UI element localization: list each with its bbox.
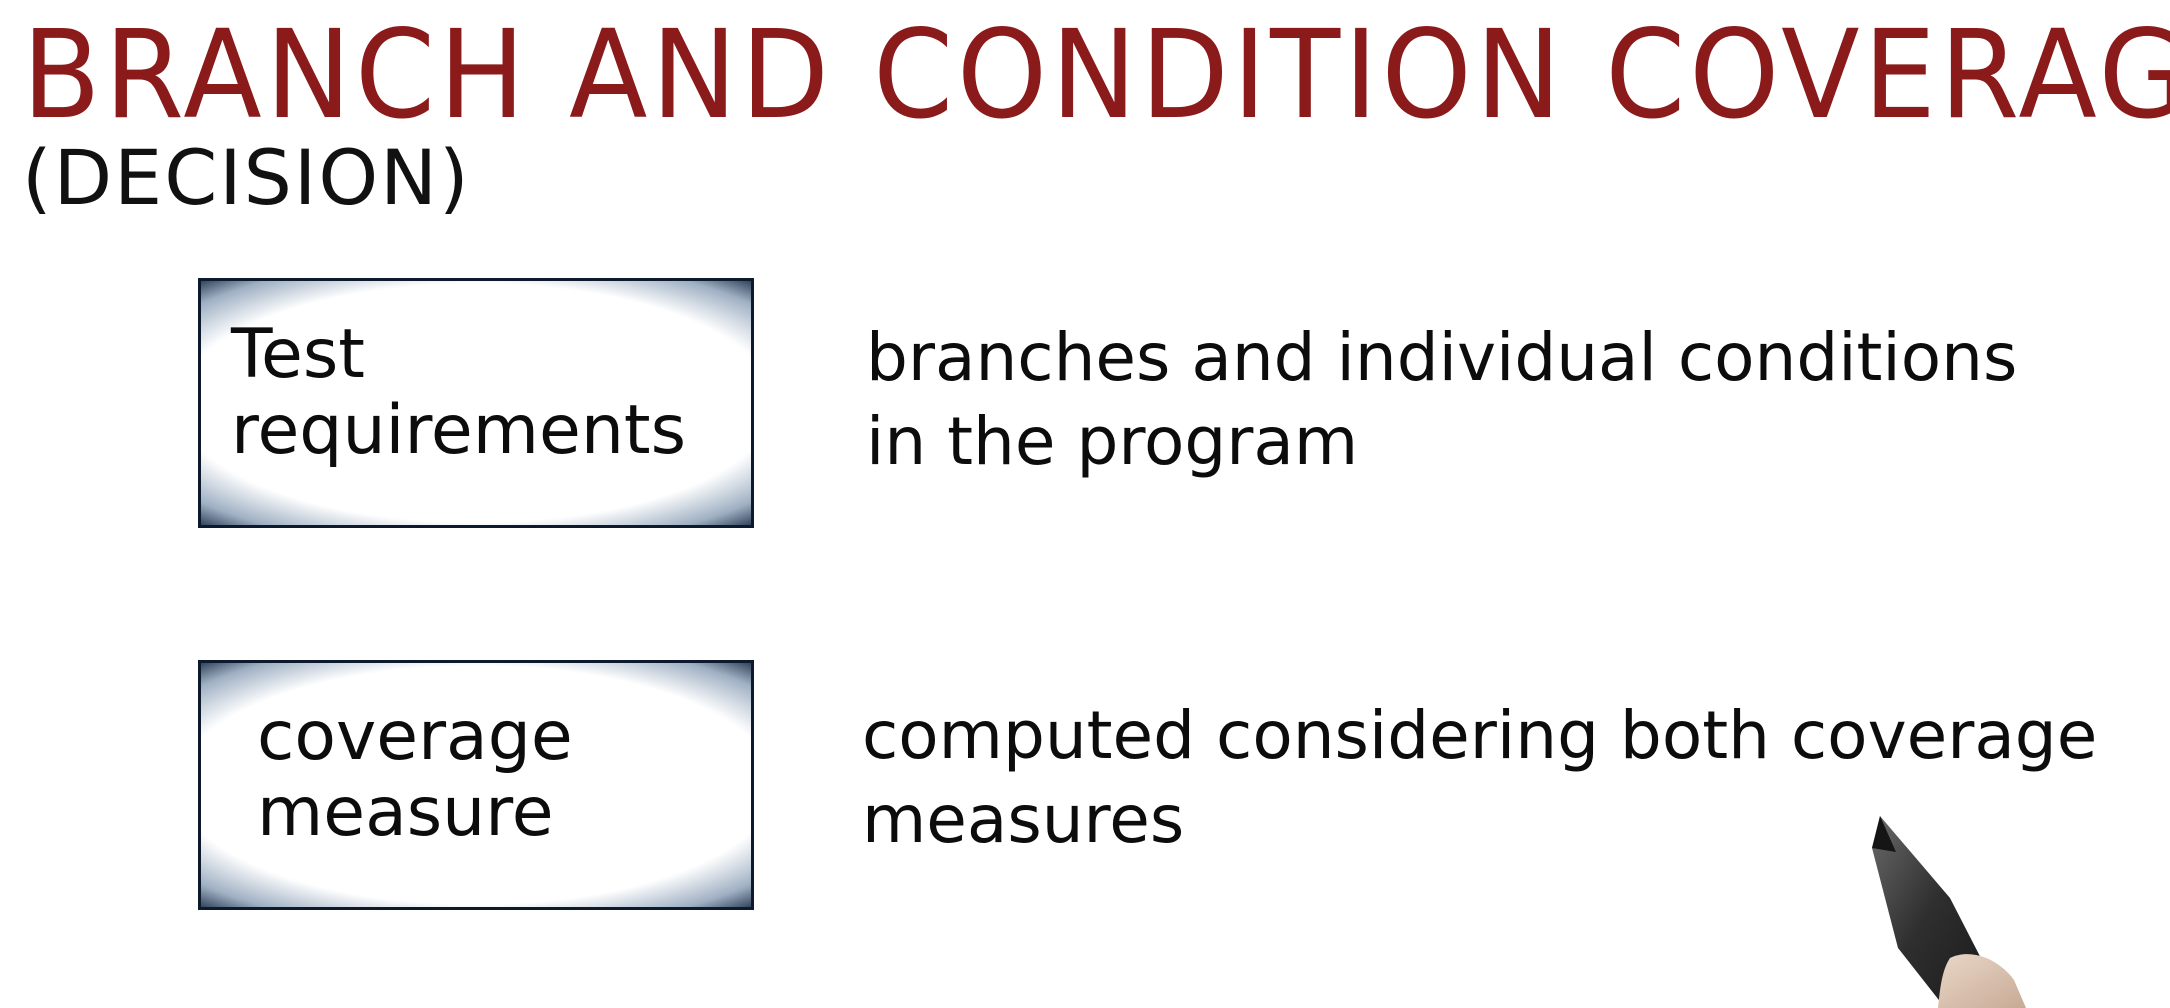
term-test-requirements: Test requirements (231, 315, 687, 471)
slide-subtitle: (DECISION) (22, 133, 471, 222)
definition-line: in the program (866, 403, 1359, 481)
coverage-measure-box: coverage measure (198, 660, 754, 910)
term-line: measure (257, 773, 554, 853)
marker-pen-icon (1872, 816, 2026, 1008)
term-line: coverage (257, 697, 573, 776)
definition-line: computed considering both coverage (862, 697, 2098, 774)
term-line: requirements (231, 391, 687, 471)
test-requirements-definition: branches and individual conditions in th… (866, 316, 2017, 485)
term-coverage-measure: coverage measure (257, 697, 573, 853)
test-requirements-box: Test requirements (198, 278, 754, 528)
definition-line: measures (862, 781, 1185, 859)
definition-line: branches and individual conditions (866, 319, 2018, 396)
slide-title: BRANCH AND CONDITION COVERAGE (22, 4, 2170, 146)
term-line: Test (231, 315, 365, 394)
coverage-measure-definition: computed considering both coverage measu… (862, 694, 2097, 863)
